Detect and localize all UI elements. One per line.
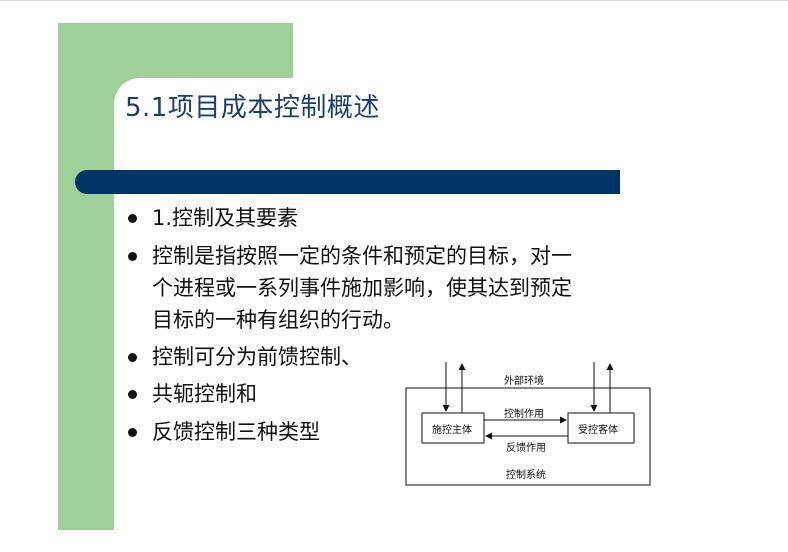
title-underline-bar <box>75 170 620 194</box>
system-boundary-box <box>405 387 651 486</box>
bullet-dot <box>128 353 137 362</box>
bullet-dot <box>128 390 137 399</box>
bullet-dot <box>128 214 137 223</box>
frame-top-line <box>0 0 788 1</box>
bullet-text: 共轭控制和 <box>152 382 257 406</box>
diagram-svg <box>405 362 651 486</box>
control-system-diagram: 外部环境 施控主体 受控客体 控制作用 反馈作用 控制系统 <box>400 358 660 490</box>
bullet-text-line-2: 个进程或一系列事件施加影响，使其达到预定 <box>152 276 572 300</box>
object-box <box>567 412 635 444</box>
bullet-dot <box>128 428 137 437</box>
bullet-text: 控制可分为前馈控制、 <box>152 345 362 369</box>
content-panel <box>114 78 774 552</box>
object-label: 受控客体 <box>578 425 618 436</box>
system-label: 控制系统 <box>506 470 546 481</box>
bullet-text-line-1: 控制是指按照一定的条件和预定的目标，对一 <box>152 244 572 268</box>
bullet-text-line-3: 目标的一种有组织的行动。 <box>152 308 404 332</box>
environment-label: 外部环境 <box>504 376 544 387</box>
slide-title: 5.1项目成本控制概述 <box>125 93 380 123</box>
subject-box <box>421 412 485 444</box>
feedback-label: 反馈作用 <box>506 443 546 454</box>
bullet-dot <box>128 252 137 261</box>
bullet-text: 1.控制及其要素 <box>152 206 299 230</box>
control-action-label: 控制作用 <box>504 409 544 420</box>
bullet-text: 反馈控制三种类型 <box>152 420 320 444</box>
subject-label: 施控主体 <box>432 425 472 436</box>
